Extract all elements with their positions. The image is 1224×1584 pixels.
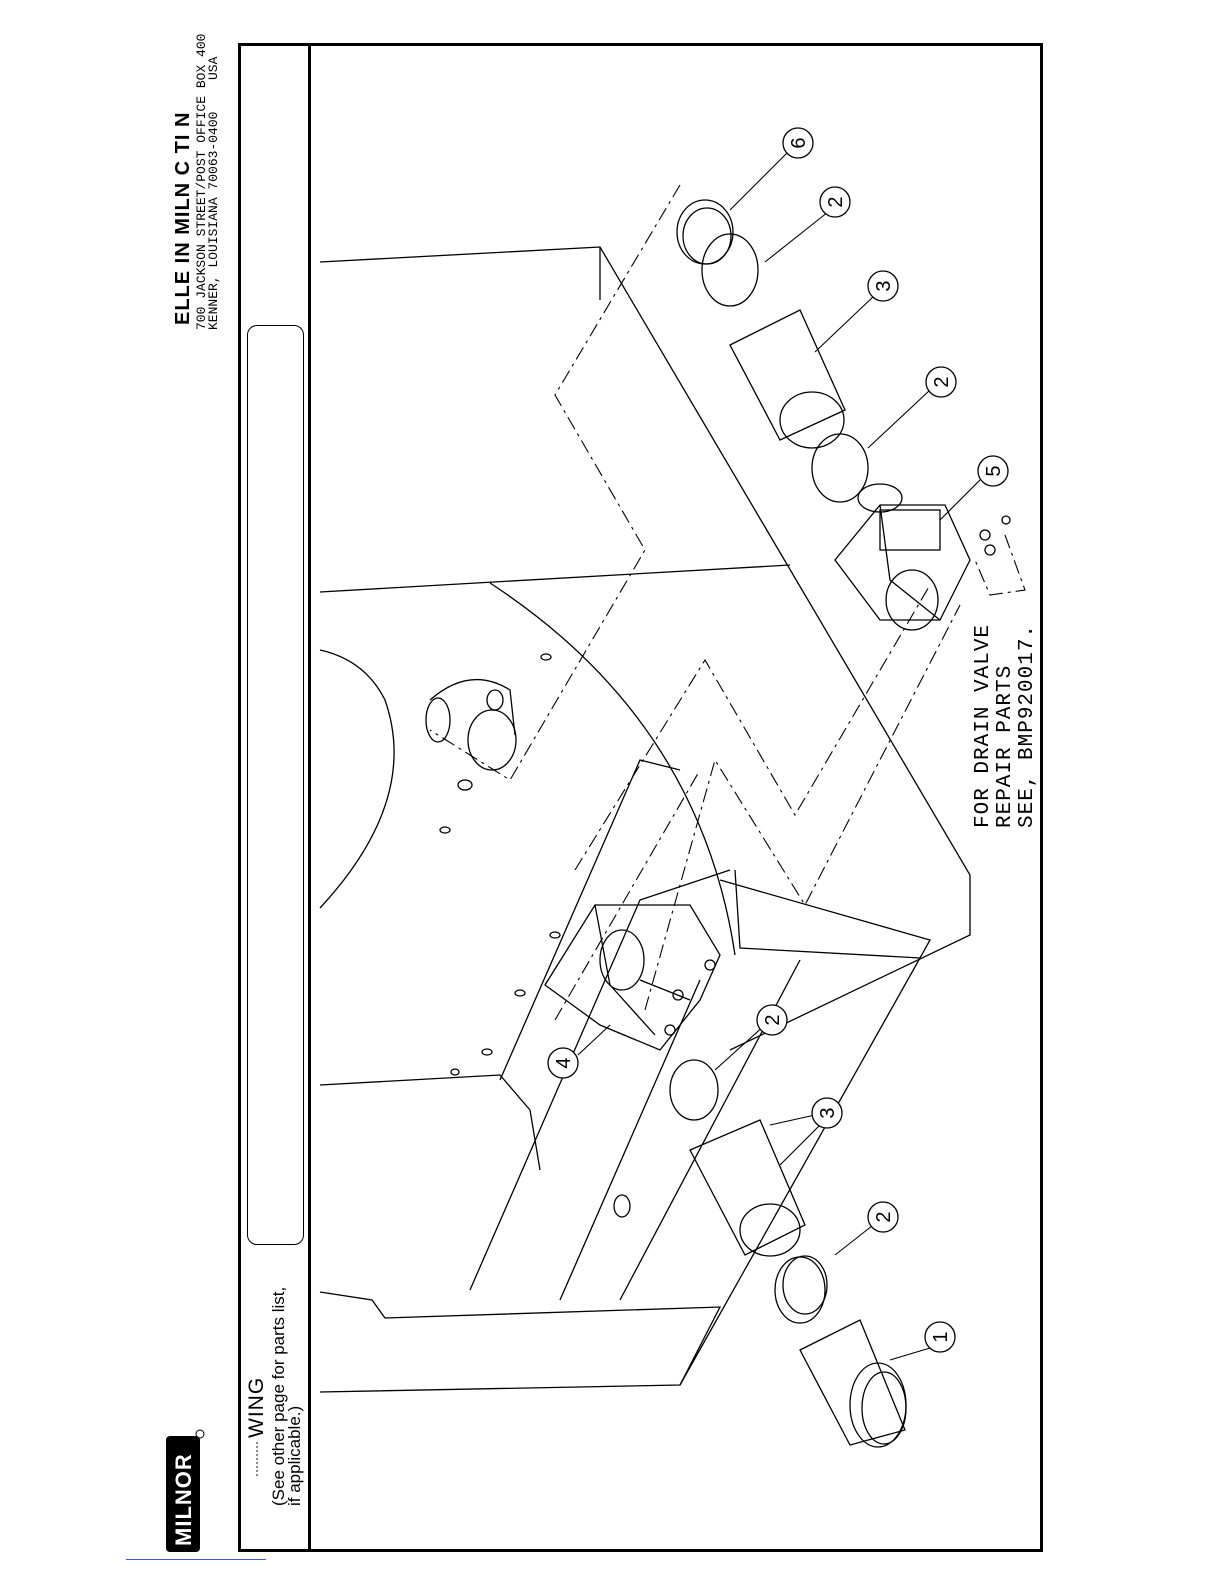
callout-3a: 3 <box>817 1107 839 1118</box>
callout-4: 4 <box>553 1057 575 1068</box>
callout-6: 6 <box>788 137 810 148</box>
callout-3b: 3 <box>873 280 895 291</box>
tank-outline <box>320 247 970 1050</box>
callout-2b: 2 <box>762 1014 784 1025</box>
callout-2d: 2 <box>825 196 847 207</box>
callout-2a: 2 <box>873 1211 895 1222</box>
footer-link-underline <box>126 1558 266 1560</box>
callout-5: 5 <box>983 465 1005 476</box>
drain-valve-note: FOR DRAIN VALVE REPAIR PARTS SEE, BMP920… <box>973 624 1039 828</box>
callout-2c: 2 <box>931 376 953 387</box>
callout-1: 1 <box>930 1331 952 1342</box>
